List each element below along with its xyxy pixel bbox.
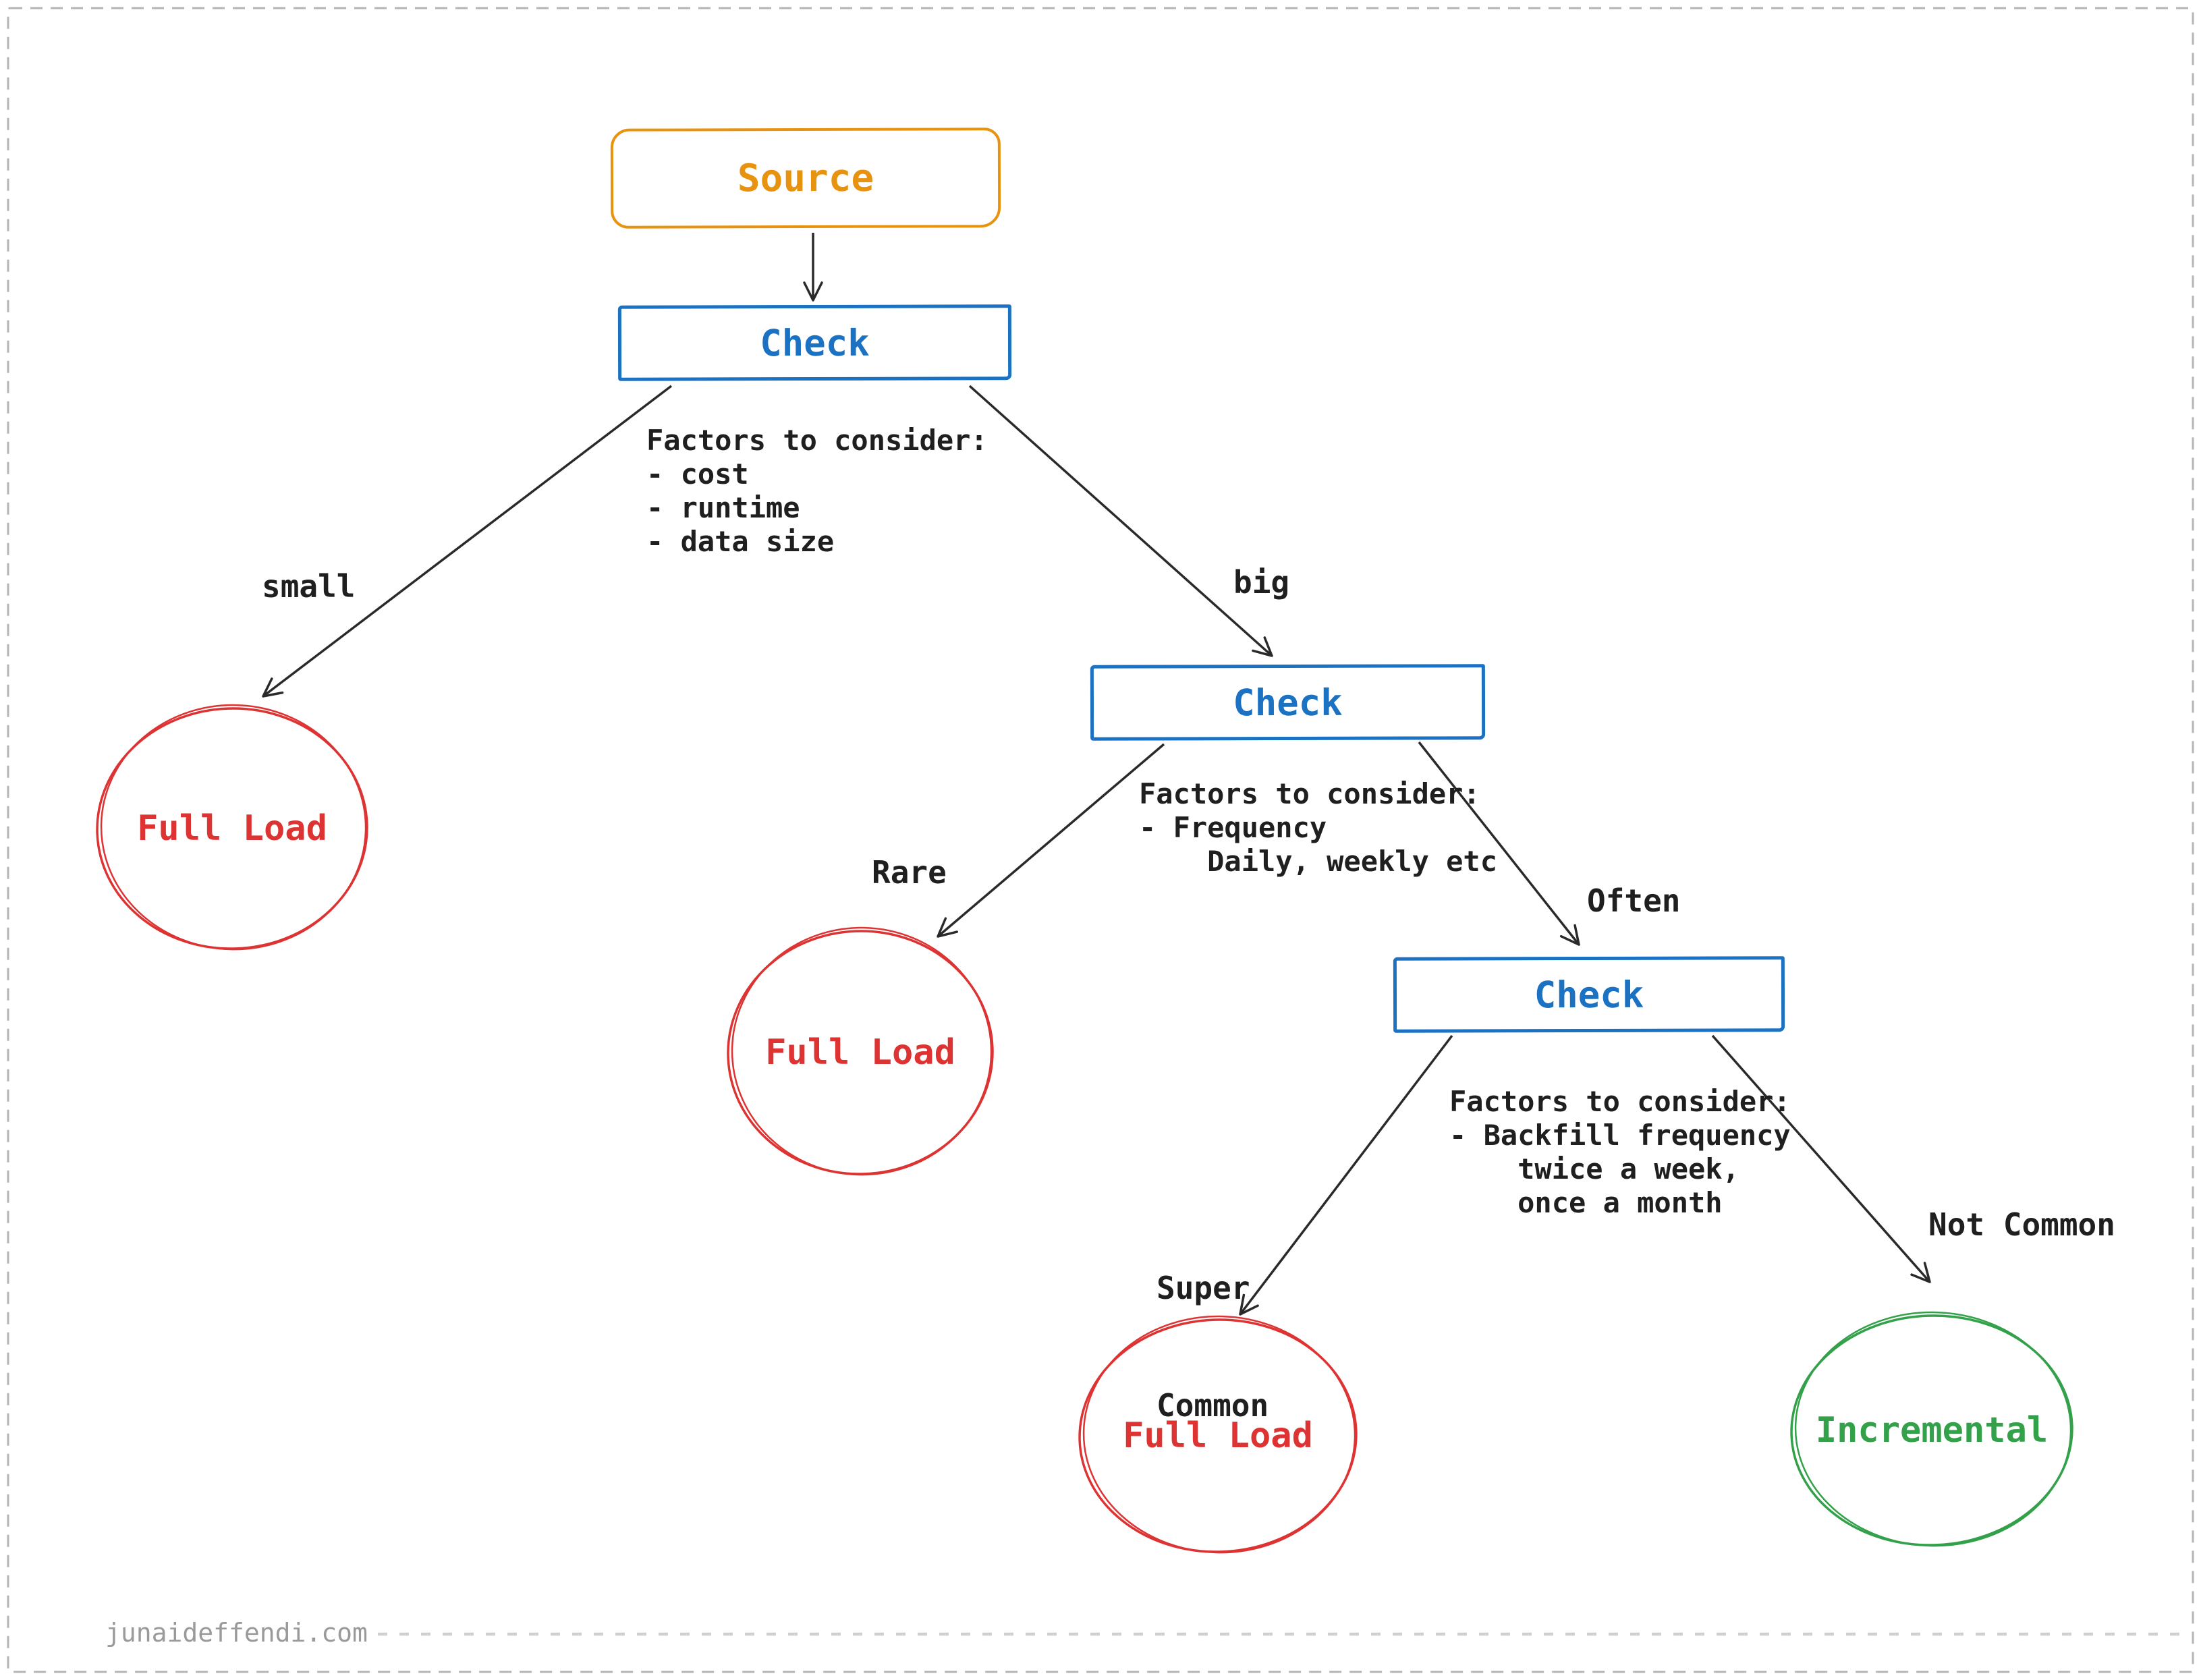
- note-line: once a month: [1449, 1186, 1723, 1219]
- watermark-site-text: junaideffendi.com: [105, 1618, 368, 1648]
- check-node-3-label: Check: [1534, 973, 1644, 1016]
- edge-label-small: small: [262, 568, 356, 605]
- arrow-check2-to-check3-often: [1418, 741, 1580, 946]
- check-node-3: Check: [1393, 956, 1785, 1033]
- note-line: Factors to consider:: [646, 424, 988, 457]
- check-node-1-label: Check: [760, 321, 870, 364]
- note-line: Daily, weekly etc: [1139, 845, 1498, 878]
- arrow-check1-to-check2-big: [968, 385, 1273, 657]
- arrow-check2-to-full-load-rare: [937, 743, 1165, 938]
- edge-label-often: Often: [1587, 883, 1681, 919]
- note-line: twice a week,: [1449, 1152, 1739, 1185]
- edge-label-super-common-line2: Common: [1157, 1387, 1269, 1424]
- arrow-check3-to-full-load-super-common: [1239, 1034, 1453, 1316]
- note-frequency-factors: Factors to consider: - Frequency Daily, …: [1139, 777, 1497, 878]
- source-node-label: Source: [737, 156, 874, 200]
- full-load-ellipse-3: [1078, 1315, 1358, 1554]
- full-load-label-2: Full Load: [765, 1032, 955, 1073]
- edge-label-rare: Rare: [872, 854, 947, 891]
- arrow-check3-to-incremental-not-common: [1711, 1034, 1931, 1283]
- full-load-ellipse-1: [96, 704, 368, 951]
- check-node-2-label: Check: [1233, 681, 1343, 724]
- full-load-label-3: Full Load: [1123, 1416, 1313, 1456]
- note-line: - cost: [646, 457, 749, 491]
- note-size-factors: Factors to consider: - cost - runtime - …: [646, 424, 988, 559]
- note-line: - data size: [646, 525, 835, 558]
- note-line: - Backfill frequency: [1449, 1119, 1791, 1152]
- edge-label-super-common-line1: Super: [1157, 1270, 1250, 1306]
- check-node-2: Check: [1090, 664, 1486, 741]
- note-line: Factors to consider:: [1139, 777, 1480, 810]
- note-line: - runtime: [646, 491, 800, 524]
- incremental-label: Incremental: [1815, 1410, 2049, 1451]
- incremental-ellipse: [1790, 1311, 2073, 1547]
- full-load-label-1: Full Load: [137, 808, 327, 849]
- full-load-ellipse-2: [727, 926, 994, 1176]
- arrow-check1-to-full-load-small: [262, 385, 673, 698]
- note-line: - Frequency: [1139, 811, 1327, 844]
- edge-label-big: big: [1233, 564, 1290, 600]
- check-node-1: Check: [617, 304, 1012, 381]
- edge-label-super-common: Super Common: [1157, 1190, 1269, 1503]
- note-line: Factors to consider:: [1449, 1085, 1791, 1118]
- source-node: Source: [610, 128, 1001, 229]
- edge-label-not-common: Not Common: [1928, 1206, 2115, 1243]
- note-backfill-factors: Factors to consider: - Backfill frequenc…: [1449, 1085, 1791, 1220]
